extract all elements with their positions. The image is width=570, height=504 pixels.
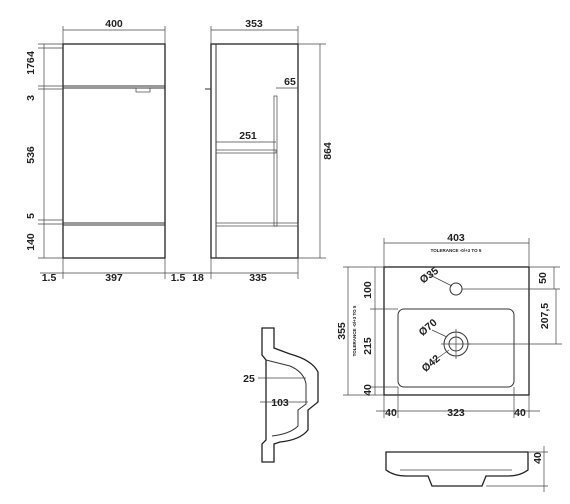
- dim-50: 50: [537, 272, 549, 284]
- basin-section-view: 25 103: [243, 327, 319, 463]
- dim-waste-42: Ø42: [420, 353, 443, 375]
- dim-4: 4: [25, 51, 37, 57]
- back-panel: [273, 95, 278, 227]
- dim-waste-70: Ø70: [417, 317, 440, 339]
- dim-536: 536: [25, 146, 37, 164]
- basin-bowl: [397, 308, 515, 388]
- dim-3: 3: [25, 95, 37, 101]
- dim-176: 176: [25, 57, 37, 75]
- dim-100: 100: [362, 281, 374, 299]
- front-cabinet-outline: [62, 43, 166, 259]
- dim-40-bottom-left: 40: [385, 407, 397, 419]
- basin-front-outline: [385, 451, 529, 487]
- depth-tolerance: TOLERANCE -0/+3 TO 5: [352, 305, 357, 356]
- dim-65: 65: [284, 76, 296, 88]
- dim-400: 400: [105, 18, 123, 30]
- dim-1-5-right: 1.5: [171, 272, 186, 284]
- dim-323: 323: [447, 407, 465, 419]
- dim-1-5-left: 1.5: [42, 272, 57, 284]
- dim-397: 397: [105, 272, 123, 284]
- dim-140: 140: [25, 233, 37, 251]
- tap-hole: [449, 282, 463, 296]
- base-panel: [215, 222, 299, 227]
- dim-864: 864: [322, 142, 334, 160]
- dim-5: 5: [25, 213, 37, 219]
- basin-plan-view: 403 TOLERANCE -0/+3 TO 5 Ø35 50 207,5 35…: [336, 232, 562, 419]
- dim-18: 18: [192, 272, 204, 284]
- dim-403: 403: [447, 232, 465, 244]
- side-view: 353 65 251 864 18 335: [190, 18, 334, 284]
- dim-103: 103: [271, 397, 289, 409]
- dim-215: 215: [362, 337, 374, 355]
- front-view: 400 4 176 3 536 5 140 1.5 397 1.5: [25, 18, 190, 284]
- dim-207-5: 207,5: [539, 303, 551, 329]
- dim-251: 251: [239, 130, 257, 142]
- section-inner-line: [265, 359, 307, 437]
- shelf: [215, 149, 277, 154]
- dim-353: 353: [245, 18, 263, 30]
- dim-40-front: 40: [532, 452, 544, 464]
- dim-335: 335: [249, 272, 267, 284]
- side-cabinet-outline: [210, 43, 299, 259]
- basin-front-view: 40: [385, 446, 548, 492]
- width-tolerance: TOLERANCE -0/+3 TO 5: [431, 248, 482, 253]
- dim-tap-hole: Ø35: [418, 265, 441, 286]
- dim-40-bottom-right: 40: [514, 407, 526, 419]
- basin-top-outline: [383, 266, 530, 396]
- dim-25: 25: [243, 373, 255, 385]
- section-outline: [261, 327, 319, 463]
- door-handle: [135, 87, 151, 93]
- dim-40-left: 40: [362, 384, 374, 396]
- dim-355: 355: [336, 322, 348, 340]
